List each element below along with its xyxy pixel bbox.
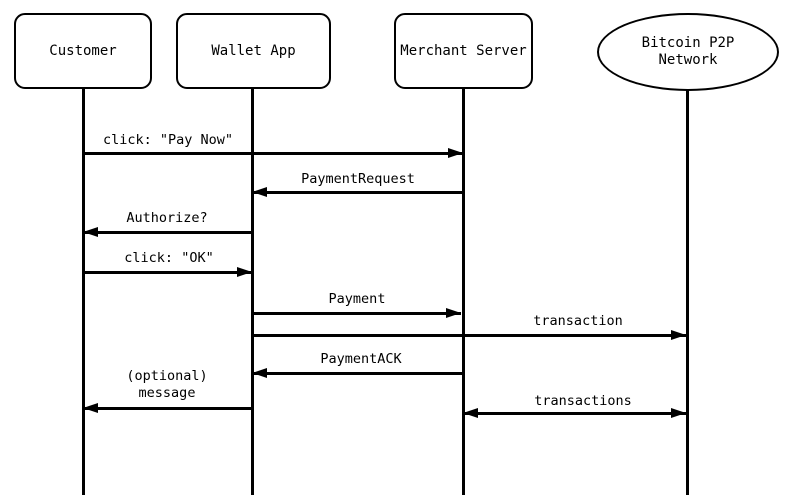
- arrow-line: [252, 372, 463, 375]
- arrowhead-right-icon: [671, 408, 686, 418]
- arrow-line: [83, 152, 463, 155]
- actor-wallet-app: Wallet App: [176, 13, 331, 89]
- actor-merchant-server: Merchant Server: [394, 13, 533, 89]
- message-label: click: "Pay Now": [102, 132, 234, 148]
- arrowhead-left-icon: [83, 227, 98, 237]
- arrowhead-right-icon: [446, 308, 461, 318]
- arrow-line: [83, 231, 252, 234]
- arrow-line: [252, 191, 463, 194]
- message-label: Payment: [328, 291, 386, 307]
- arrow-line: [83, 271, 252, 274]
- arrowhead-right-icon: [671, 330, 686, 340]
- actor-wallet-app-label: Wallet App: [211, 42, 296, 59]
- actor-customer-label: Customer: [49, 42, 117, 59]
- arrow-line: [463, 412, 686, 415]
- arrowhead-left-icon: [252, 368, 267, 378]
- message-label: transactions: [534, 393, 632, 409]
- arrowhead-left-icon: [463, 408, 478, 418]
- message-label: Authorize?: [126, 210, 208, 226]
- lifeline-wallet-app: [251, 88, 254, 495]
- arrowhead-left-icon: [252, 187, 267, 197]
- lifeline-bitcoin-p2p-network: [686, 88, 689, 495]
- actor-bitcoin-p2p-network: Bitcoin P2P Network: [597, 13, 779, 91]
- arrowhead-right-icon: [237, 267, 252, 277]
- message-label: PaymentRequest: [301, 171, 415, 187]
- arrow-line: [83, 407, 252, 410]
- message-label: (optional) message: [126, 368, 208, 401]
- actor-bitcoin-p2p-network-label: Bitcoin P2P Network: [641, 35, 735, 68]
- arrowhead-left-icon: [83, 403, 98, 413]
- actor-customer: Customer: [14, 13, 152, 89]
- message-label: click: "OK": [124, 250, 214, 266]
- arrow-line: [252, 334, 686, 337]
- arrowhead-right-icon: [448, 148, 463, 158]
- lifeline-merchant-server: [462, 88, 465, 495]
- message-label: PaymentACK: [320, 351, 402, 367]
- actor-merchant-server-label: Merchant Server: [400, 42, 527, 59]
- lifeline-customer: [82, 88, 85, 495]
- arrow-line: [252, 312, 461, 315]
- message-label: transaction: [533, 313, 623, 329]
